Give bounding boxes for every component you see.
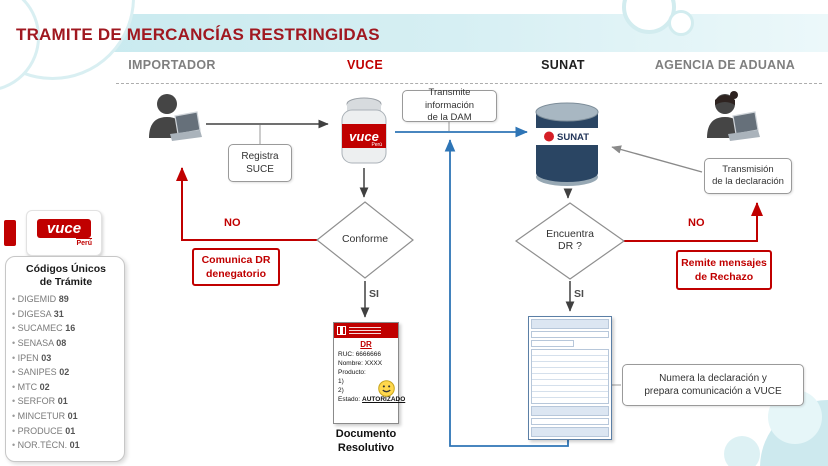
no-label-right: NO [688,217,705,229]
dr-estado-value: AUTORIZADO [362,396,406,403]
encuentra-line2: DR ? [558,239,582,252]
numera-line1: Numera la declaración y [659,373,767,384]
lane-header-importador: IMPORTADOR [128,58,216,72]
encuentra-line1: Encuentra [546,228,594,240]
numera-declaracion-box: Numera la declaración y prepara comunica… [622,364,804,406]
conforme-label: Conforme [341,233,389,245]
list-item: SUCAMEC 16 [12,321,120,336]
encuentra-diamond [514,202,626,280]
arrow-no-to-agencia [624,202,763,242]
remite-line1: Remite mensajes [681,256,767,269]
list-item: PRODUCE 01 [12,424,120,439]
peru-flag-icon [337,326,346,335]
list-item: DIGEMID 89 [12,292,120,307]
transmision-line2: de la declaración [712,176,784,187]
conforme-diamond [316,201,414,279]
transmite-line1: Transmite información [424,87,475,111]
caption-line1: Documento [335,428,397,440]
codigos-list: DIGEMID 89 DIGESA 31 SUCAMEC 16 SENASA 0… [12,292,120,453]
dr-ruc: RUC: 6666666 [338,351,381,358]
dr-item2: 2) [338,387,344,394]
dr-item1: 1) [338,378,344,385]
arrow-agencia-to-sunat [611,145,703,173]
customs-agent-person-icon [707,91,760,141]
vuce-logo-label: vuce [36,219,92,238]
lane-header-sunat: SUNAT [541,58,585,72]
dr-nombre: Nombre: XXXX [338,360,383,367]
dr-ministry-header [334,323,398,338]
transmite-dam-box: Transmite información de la DAM [402,87,497,124]
vuce-jar-sublabel: Perú [371,142,382,148]
vuce-logo-tab [4,220,16,246]
lane-header-vuce: VUCE [347,58,383,72]
remite-line2: de Rechazo [694,271,754,283]
list-item: SERFOR 01 [12,394,120,409]
dr-estado-label: Estado: [338,396,361,403]
sunat-logo-label: SUNAT [557,132,589,143]
transmision-line1: Transmisión [722,163,774,175]
comunica-line1: Comunica DR [201,253,271,266]
list-item: SENASA 08 [12,336,120,351]
lane-header-agencia: AGENCIA DE ADUANA [654,58,796,72]
list-item: MTC 02 [12,380,120,395]
list-item: IPEN 03 [12,351,120,366]
dr-producto: Producto: [338,369,366,376]
vuce-logo: vuce Perú [26,210,102,256]
dr-estado: Estado:AUTORIZADO [334,395,405,404]
list-item: NOR.TÉCN. 01 [12,438,120,453]
transmite-line2: de la DAM [427,112,472,124]
list-item: SANIPES 02 [12,365,120,380]
no-label-left: NO [224,217,241,229]
page-title: TRAMITE DE MERCANCÍAS RESTRINGIDAS [16,25,380,44]
list-item: DIGESA 31 [12,307,120,322]
si-label-left: SI [369,288,379,300]
comunica-dr-box: Comunica DR denegatorio [192,248,280,286]
comunica-line2: denegatorio [205,268,267,280]
caption-line2: Resolutivo [337,441,395,454]
sunat-database-icon: SUNAT [535,102,599,186]
numera-line2: prepara comunicación a VUCE [644,386,782,397]
list-item: MINCETUR 01 [12,409,120,424]
dam-document-thumbnail [528,316,612,440]
vuce-logo-sublabel: Perú [76,238,92,247]
encuentra-label: Encuentra DR ? [516,228,624,252]
vuce-jar-icon: vuce Perú [341,97,387,164]
si-label-right: SI [574,288,584,300]
transmision-declaracion-box: Transmisión de la declaración [704,158,792,194]
vuce-jar-label: vuce [349,129,379,144]
documento-resolutivo-caption: Documento Resolutivo [318,428,414,456]
importer-person-icon [149,94,202,141]
codigos-title: Códigos Únicos de Trámite [26,263,106,288]
decorative-circle [724,436,760,466]
smiley-icon [378,380,395,397]
arrow-return-to-vuce [444,139,569,447]
arrow-no-to-importador [176,167,317,241]
lane-separator [116,83,822,84]
remite-rechazo-box: Remite mensajes de Rechazo [676,250,772,290]
registra-suce-line1: Registra [241,151,279,162]
dr-title: DR [360,340,372,349]
registra-suce-line2: SUCE [246,164,274,175]
codigos-panel: Códigos Únicos de Trámite DIGEMID 89 DIG… [5,256,125,462]
dr-document: DR RUC: 6666666 Nombre: XXXX Producto: 1… [333,322,405,424]
registra-suce-box: Registra SUCE [228,144,292,182]
ministry-text-lines [349,325,381,336]
decorative-circle [668,10,694,36]
